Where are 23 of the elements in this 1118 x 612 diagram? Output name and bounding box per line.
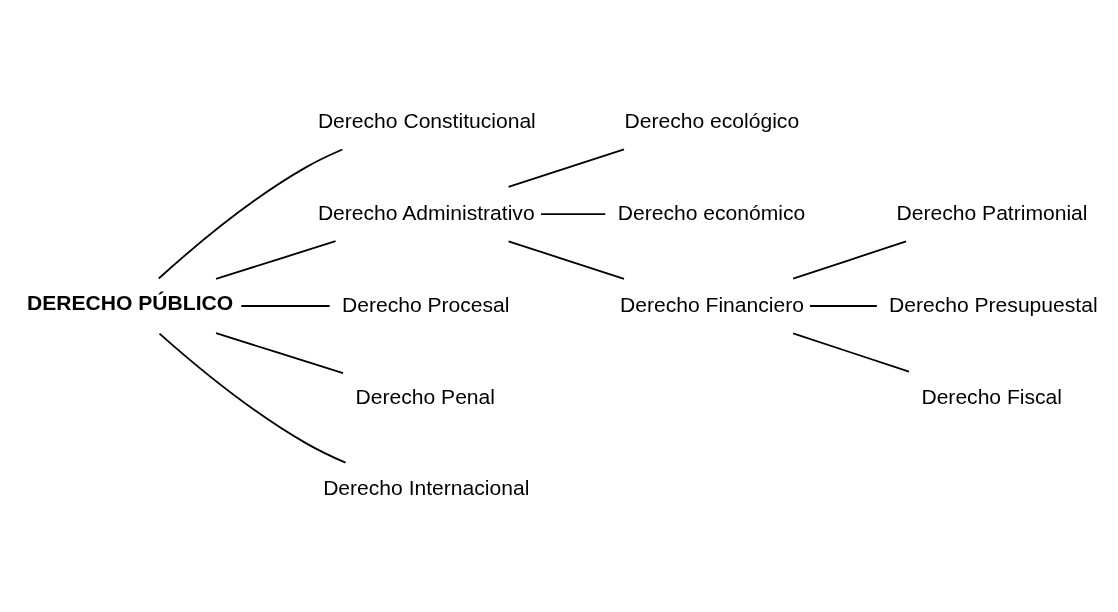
node-text: Derecho Internacional [323,476,530,500]
node-text: Derecho Constitucional [317,108,536,132]
connector [215,332,344,375]
node-text: Derecho ecológico [624,108,800,132]
connector [507,148,625,188]
node-text: Derecho Procesal [342,292,510,316]
connector [792,332,910,373]
connector [540,213,607,215]
connector [157,148,344,280]
node-text: Derecho Fiscal [921,384,1062,408]
node-text: DERECHO PÚBLICO [27,291,234,315]
connector [809,305,878,307]
connector [158,332,347,464]
connector [792,240,908,280]
connector [507,240,625,280]
connector [240,305,331,307]
connector [215,240,337,280]
node-text: Derecho Financiero [620,292,804,316]
node-text: Derecho económico [617,200,806,224]
node-text: Derecho Administrativo [317,200,535,224]
node-text: Derecho Patrimonial [896,200,1088,224]
node-text: Derecho Penal [355,384,495,408]
node-text: Derecho Presupuestal [889,292,1098,316]
